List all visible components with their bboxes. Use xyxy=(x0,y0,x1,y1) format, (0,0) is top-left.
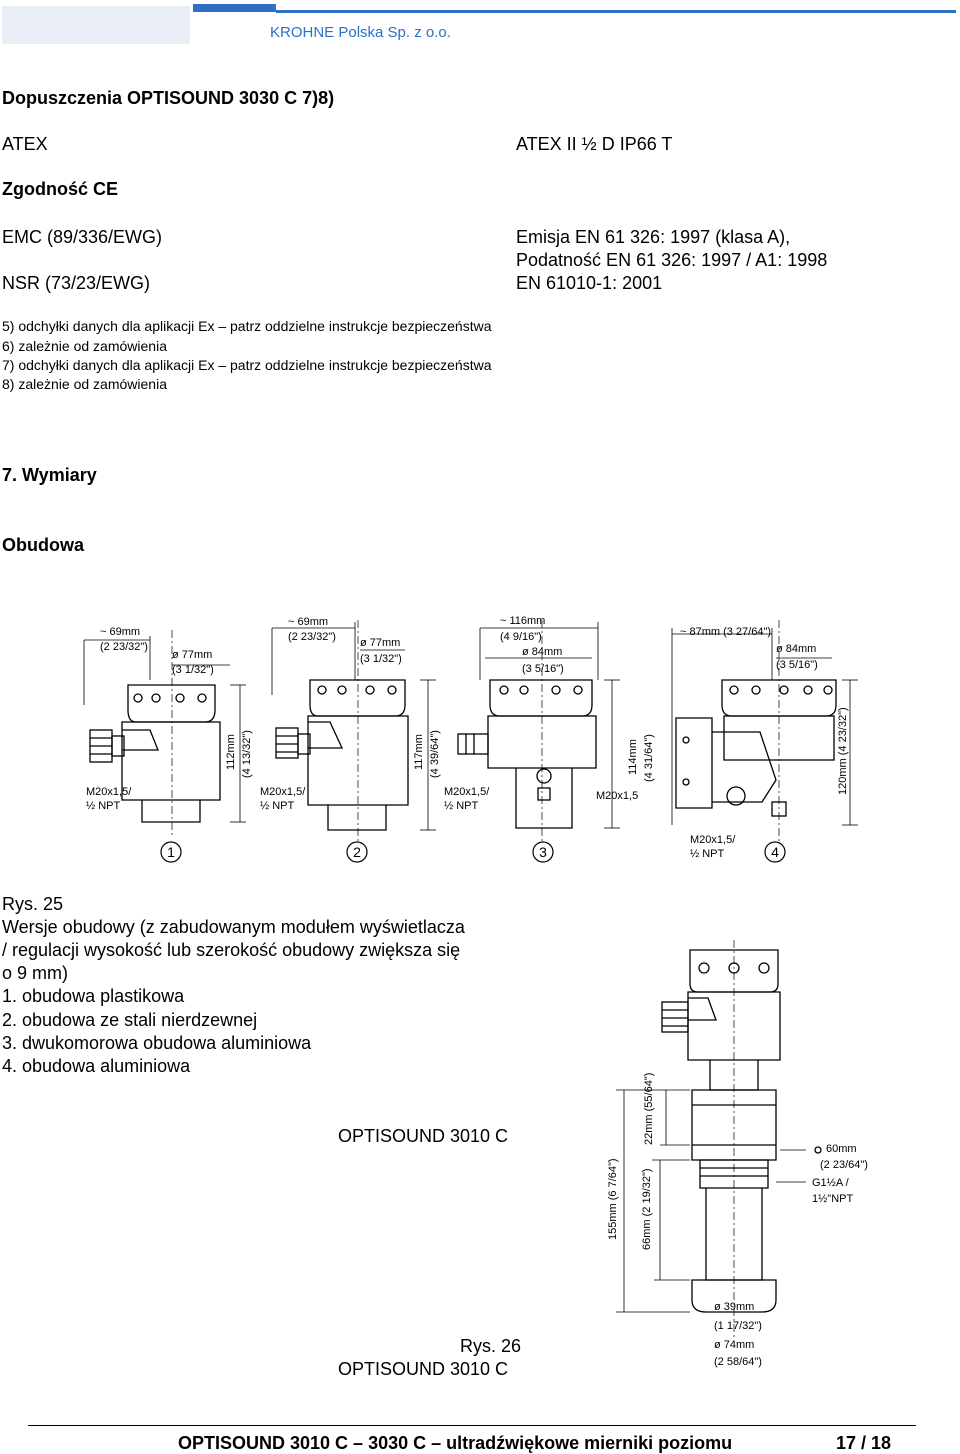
h1-dia-label: ø 77mm xyxy=(172,649,212,661)
figure25-caption-line-7: 4. obudowa aluminiowa xyxy=(2,1056,191,1076)
hex-size-label: 60mm xyxy=(826,1143,857,1155)
figure26-label: Rys. 26 xyxy=(460,1336,522,1356)
h2-npt-label: ½ NPT xyxy=(260,800,295,812)
marker-3: 3 xyxy=(539,844,547,860)
h1-thread-label: M20x1,5/ xyxy=(86,786,132,798)
figure25-caption-line-1: Wersje obudowy (z zabudowanym modułem wy… xyxy=(2,917,465,937)
sensor-dia-label: ø 39mm xyxy=(714,1301,754,1313)
flange-dia-inch: (2 58/64") xyxy=(714,1356,762,1368)
note-8: 8) zależnie od zamówienia xyxy=(2,376,167,392)
footer-rule xyxy=(28,1425,916,1426)
h3-width-label: ~ 116mm xyxy=(500,615,545,627)
section-subtitle: Obudowa xyxy=(2,535,84,555)
figure25-caption-line-3: o 9 mm) xyxy=(2,963,69,983)
h3-npt-label: ½ NPT xyxy=(444,800,479,812)
ce-title: Zgodność CE xyxy=(2,179,118,199)
approvals-title: Dopuszczenia OPTISOUND 3030 C 7)8) xyxy=(2,88,335,108)
nsr-label: NSR (73/23/EWG) xyxy=(2,273,151,293)
atex-label: ATEX xyxy=(2,134,48,154)
flange-dia-label: ø 74mm xyxy=(714,1339,754,1351)
header-rule xyxy=(276,10,956,13)
h3-width-inch: (4 9/16") xyxy=(500,631,542,643)
h3-height-label: 114mm xyxy=(627,739,639,775)
note-6: 6) zależnie od zamówienia xyxy=(2,338,167,354)
h4-dia-label: ø 84mm xyxy=(776,643,816,655)
marker-4: 4 xyxy=(771,844,779,860)
figure26-title: OPTISOUND 3010 C xyxy=(338,1126,509,1146)
figure25-caption-line-2: / regulacji wysokość lub szerokość obudo… xyxy=(2,940,461,960)
housing-3-drawing xyxy=(457,620,620,842)
h2-dia-inch: (3 1/32") xyxy=(360,653,402,665)
footer-title: OPTISOUND 3010 C – 3030 C – ultradźwięko… xyxy=(178,1433,733,1453)
figure25-caption-line-6: 3. dwukomorowa obudowa aluminiowa xyxy=(2,1033,312,1053)
atex-value: ATEX II ½ D IP66 T xyxy=(516,134,673,154)
thread-label: G1½A / xyxy=(812,1177,850,1189)
company-name: KROHNE Polska Sp. z o.o. xyxy=(270,24,451,41)
h3-dia-label: ø 84mm xyxy=(522,646,562,658)
figure25-caption-line-4: 1. obudowa plastikowa xyxy=(2,986,185,1006)
housing-2-drawing xyxy=(271,620,436,842)
sensor-dia-inch: (1 17/32") xyxy=(714,1320,762,1332)
h2-height-label: 117mm xyxy=(413,734,425,770)
h2-height-inch: (4 39/64") xyxy=(429,730,441,778)
header-accent-tab xyxy=(193,4,276,12)
hex-size-inch: (2 23/64") xyxy=(820,1159,868,1171)
housing-1-drawing xyxy=(83,630,246,835)
housing-4-drawing xyxy=(671,620,858,842)
h3-dia-inch: (3 5/16") xyxy=(522,663,564,675)
note-7: 7) odchyłki danych dla aplikacji Ex – pa… xyxy=(2,357,492,373)
h1-dia-inch: (3 1/32") xyxy=(172,664,214,676)
optisound-3010c-drawing: 155mm (6 7/64") 66mm (2 19/32") 22mm (55… xyxy=(607,940,868,1368)
h4-npt-label: ½ NPT xyxy=(690,848,725,860)
section-title: 7. Wymiary xyxy=(2,465,97,485)
upper-length-label: 22mm (55/64") xyxy=(643,1073,655,1145)
emc-label: EMC (89/336/EWG) xyxy=(2,227,163,247)
h1-width-inch: (2 23/32") xyxy=(100,641,148,653)
h1-height-label: 112mm xyxy=(225,734,237,770)
h2-width-label: ~ 69mm xyxy=(288,616,328,628)
marker-1: 1 xyxy=(167,844,175,860)
thread-npt-label: 1½"NPT xyxy=(812,1193,853,1205)
total-height-label: 155mm (6 7/64") xyxy=(607,1158,619,1240)
figure26-caption: OPTISOUND 3010 C xyxy=(338,1359,509,1379)
figure25-label: Rys. 25 xyxy=(2,894,64,914)
h3-height-inch: (4 31/64") xyxy=(643,734,655,782)
h1-npt-label: ½ NPT xyxy=(86,800,121,812)
note-5: 5) odchyłki danych dla aplikacji Ex – pa… xyxy=(2,318,492,334)
figure25-caption-line-5: 2. obudowa ze stali nierdzewnej xyxy=(2,1010,258,1030)
h1-width-label: ~ 69mm xyxy=(100,626,140,638)
h4-height-label: 120mm (4 23/32") xyxy=(837,707,849,795)
h2-width-inch: (2 23/32") xyxy=(288,631,336,643)
nsr-value: EN 61010-1: 2001 xyxy=(516,273,663,293)
h1-height-inch: (4 13/32") xyxy=(241,730,253,778)
page-number: 17 / 18 xyxy=(836,1433,892,1453)
header-logo-area xyxy=(2,6,190,44)
lower-length-label: 66mm (2 19/32") xyxy=(641,1168,653,1250)
marker-2: 2 xyxy=(353,844,361,860)
h4-width-label: ~ 87mm (3 27/64") xyxy=(680,626,771,638)
emc-value-1: Emisja EN 61 326: 1997 (klasa A), xyxy=(516,227,791,247)
housing-versions-drawing: ~ 69mm (2 23/32") ø 77mm (3 1/32") 112mm… xyxy=(83,615,858,863)
h2-dia-label: ø 77mm xyxy=(360,637,400,649)
h2-thread-label: M20x1,5/ xyxy=(260,786,306,798)
h3-thread2-label: M20x1,5 xyxy=(596,790,638,802)
h3-thread-label: M20x1,5/ xyxy=(444,786,490,798)
h4-dia-inch: (3 5/16") xyxy=(776,659,818,671)
emc-value-2: Podatność EN 61 326: 1997 / A1: 1998 xyxy=(516,250,828,270)
h4-thread-label: M20x1,5/ xyxy=(690,834,736,846)
